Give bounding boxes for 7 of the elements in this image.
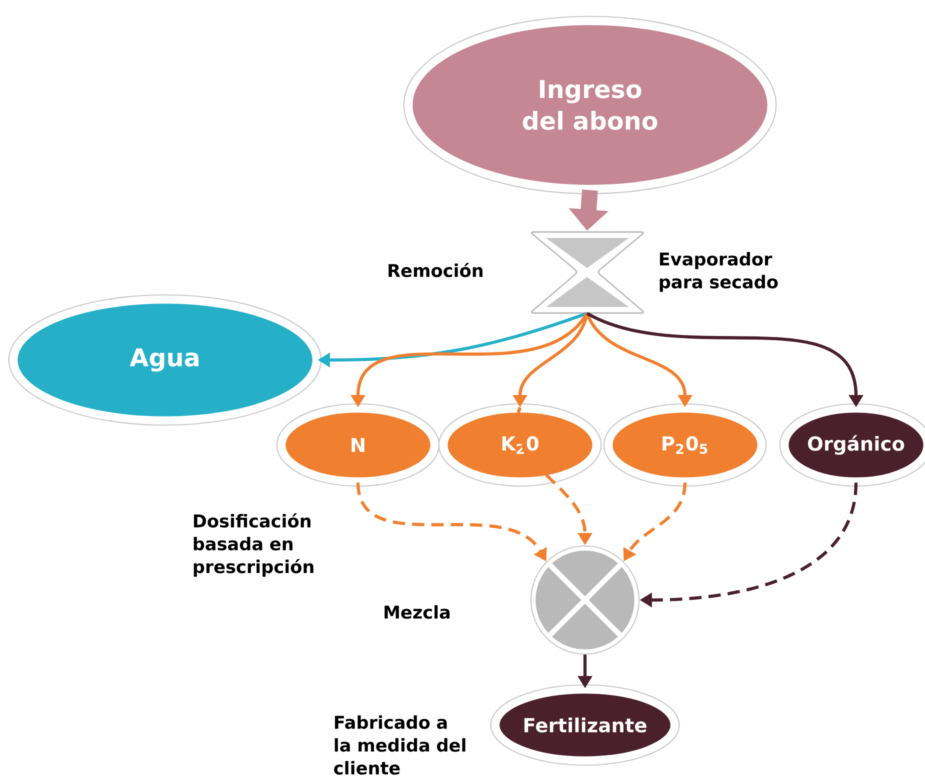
step-label: Fabricado a la medida del cliente xyxy=(334,715,466,775)
mixer-symbol xyxy=(530,545,640,655)
step-label: Remoción xyxy=(388,262,482,278)
step-label: Evaporador para secado xyxy=(660,252,778,292)
evaporator-symbol xyxy=(531,231,644,314)
step-label: Dosificación basada en prescripción xyxy=(194,513,314,577)
step-label: Mezcla xyxy=(384,605,450,619)
